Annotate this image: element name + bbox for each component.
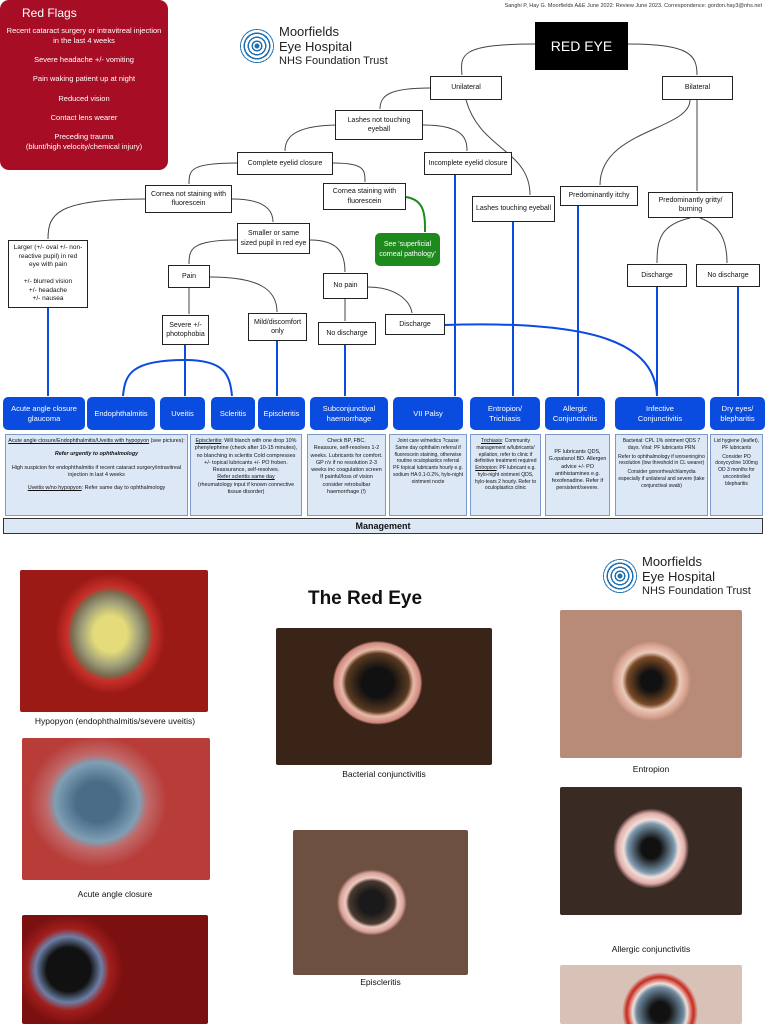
citation: Sanghi P, Hay G. Moorfields A&E June 202… [504, 3, 762, 9]
logo-mark-icon [240, 29, 274, 64]
logo-line: Eye Hospital [642, 568, 715, 584]
caption-entropion: Entropion [632, 764, 670, 774]
diagnosis-scleritis: Scleritis [211, 397, 255, 430]
mg-scleritis: Refer scleritis same day [217, 474, 275, 481]
diagnosis-subconjunctival: Subconjunctival haemorrhage [310, 397, 388, 430]
photo-acute-angle-closure [22, 738, 210, 880]
management-dry-eyes: Lid hygiene (leaflet), PF lubricants Con… [710, 434, 763, 516]
photo-bacterial-conjunctivitis [276, 628, 492, 765]
mg-uveitis-label: Uveitis w/no hypopyon [27, 485, 82, 492]
node-cornea-not-staining: Cornea not staining with fluorescein [145, 185, 232, 213]
node-no-discharge-right: No discharge [696, 264, 760, 287]
node-superficial-pathology[interactable]: See 'superficial corneal pathology' [375, 233, 440, 266]
diagnosis-infective: Infective Conjunctivitis [615, 397, 705, 430]
mg-text: Bacterial: CPL 1% ointment QDS 7 days. V… [622, 438, 701, 451]
mg-uveitis-text: : Refer same day to ophthalmology [81, 485, 166, 492]
red-flag-item: Severe headache +/- vomiting [34, 55, 134, 65]
management-episcleritis: Episcleritis: Will blanch with one drop … [190, 434, 302, 516]
photo-allergic-conjunctivitis [560, 787, 742, 915]
caption-acute-angle-closure: Acute angle closure [77, 889, 153, 899]
mg-urgent: Refer urgently to ophthalmology [54, 451, 139, 458]
mg-label: Episcleritis [195, 438, 222, 444]
diagnosis-uveitis: Uveitis [160, 397, 205, 430]
red-flag-item: Recent cataract surgery or intravitreal … [6, 26, 162, 46]
management-bar: Management [3, 518, 763, 534]
management-infective: Bacterial: CPL 1% ointment QDS 7 days. V… [615, 434, 708, 516]
mg-trichiasis-label: Trichiasis [481, 438, 502, 444]
node-itchy: Predominantly itchy [560, 186, 638, 206]
diagnosis-allergic: Allergic Conjunctivitis [545, 397, 605, 430]
photo-hypopyon [20, 570, 208, 712]
node-cornea-staining: Cornea staining with fluorescein [323, 183, 406, 210]
caption-hypopyon: Hypopyon (endophthalmitis/severe uveitis… [34, 716, 196, 726]
red-flags-panel: Red Flags Recent cataract surgery or int… [0, 0, 168, 170]
node-gritty: Predominantly gritty/ burning [648, 192, 733, 218]
mg-suspicion: High suspicion for endophthalmitis if re… [11, 464, 182, 478]
mg-text: Consider PO doxycycline 100mg OD 3 month… [715, 453, 758, 487]
photo-entropion [560, 610, 742, 758]
node-lashes-not-touching: Lashes not touching eyeball [335, 110, 423, 140]
node-mild: Mild/discomfort only [248, 313, 307, 341]
node-no-pain: No pain [323, 273, 368, 299]
node-bilateral: Bilateral [662, 76, 733, 100]
mg-trichiasis-text: : Community management w/lubricants/ epi… [474, 438, 537, 465]
diagnosis-entropion: Entropion/ Trichiasis [470, 397, 540, 430]
logo-line: Moorfields [279, 24, 339, 39]
red-flag-item: Pain waking patient up at night [32, 74, 136, 84]
mg-entropion-label: Entropion [475, 465, 497, 471]
node-incomplete-closure: Incomplete eyelid closure [424, 152, 512, 175]
node-lashes-touching: Lashes touching eyeball [472, 196, 555, 222]
red-flag-item: Contact lens wearer [50, 112, 118, 122]
diagnosis-episcleritis: Episcleritis [258, 397, 305, 430]
logo-mark-icon [603, 559, 637, 594]
caption-bacterial-conjunctivitis: Bacterial conjunctivitis [342, 769, 426, 779]
node-complete-closure: Complete eyelid closure [237, 152, 333, 175]
red-flag-item: Preceding trauma (blunt/high velocity/ch… [25, 131, 143, 151]
photo-uveitis [22, 915, 208, 1024]
logo-line: NHS Foundation Trust [279, 54, 388, 67]
caption-episcleritis: Episcleritis [360, 977, 401, 987]
logo-line: Eye Hospital [279, 38, 352, 54]
management-allergic: PF lubricants QDS, G.opatanol BD. Allerg… [545, 434, 610, 516]
diagnosis-dry-eyes: Dry eyes/ blepharitis [710, 397, 765, 430]
management-acute: Acute angle closure/Endophthalmitis/Uvei… [5, 434, 188, 516]
mg-text: : Will blanch with one drop 10% phenylep… [194, 438, 298, 474]
mg-rheum: (rheumatology input if known connective … [197, 481, 295, 496]
node-discharge-right: Discharge [627, 264, 687, 287]
node-smaller-pupil: Smaller or same sized pupil in red eye [237, 223, 310, 254]
flow-connectors [47, 43, 739, 397]
mg-entropion-text: : PF lubricant e.g. hylo-night ointment … [474, 465, 537, 492]
management-vii-palsy: Joint care w/medics ?cause Same day opht… [389, 434, 467, 516]
photo-episcleritis [293, 830, 468, 975]
mg-heading-suffix: (see pictures): [149, 438, 185, 444]
node-severe: Severe +/- photophobia [162, 315, 209, 345]
node-larger-pupil: Larger (+/- oval +/- non- reactive pupil… [8, 240, 88, 308]
photo-subconjunctival-haemorrhage [560, 965, 742, 1024]
management-subconjunctival: Check BP, FBC. Reassure, self-resolves 1… [307, 434, 386, 516]
red-flag-item: Reduced vision [58, 93, 110, 103]
diagnosis-acute-angle-closure: Acute angle closure glaucoma [3, 397, 85, 430]
caption-allergic-conjunctivitis: Allergic conjunctivitis [611, 944, 691, 954]
diagnosis-vii-palsy: VII Palsy [393, 397, 463, 430]
red-flags-title: Red Flags [22, 6, 77, 20]
node-unilateral: Unilateral [430, 76, 502, 100]
mg-text: Lid hygiene (leaflet), PF lubricants [713, 438, 760, 451]
node-no-discharge-left: No discharge [318, 322, 376, 345]
management-entropion: Trichiasis: Community management w/lubri… [470, 434, 541, 516]
gallery-title: The Red Eye [307, 588, 423, 609]
node-pain: Pain [168, 265, 210, 288]
mg-heading: Acute angle closure/Endophthalmitis/Uvei… [8, 438, 150, 444]
logo-line: Moorfields [642, 554, 702, 569]
mg-text: Refer to ophthalmology if worsening/no r… [618, 453, 705, 467]
mg-text: Consider gonorrhea/chlamydia especially … [618, 469, 705, 489]
logo-line: NHS Foundation Trust [642, 584, 751, 597]
root-node: RED EYE [535, 22, 628, 70]
node-discharge-left: Discharge [385, 314, 445, 335]
diagnosis-endophthalmitis: Endophthalmitis [87, 397, 155, 430]
